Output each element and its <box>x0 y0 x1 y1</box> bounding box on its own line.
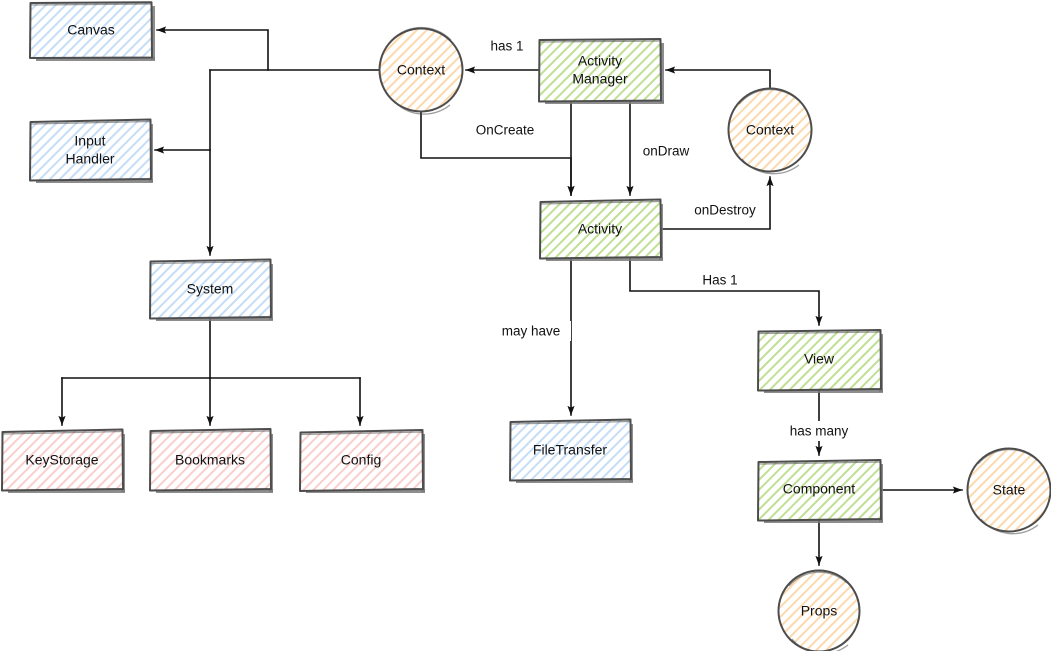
edge-label-has-many: has many <box>790 424 849 439</box>
edge-labels-layer: has 1 OnCreate onDraw onDestroy Has 1 ma <box>466 36 860 441</box>
node-config[interactable]: Config <box>299 429 425 493</box>
edge-label-ondraw: onDraw <box>643 144 690 159</box>
node-props[interactable]: Props <box>777 569 861 651</box>
edge-label-oncreate: OnCreate <box>476 123 535 138</box>
node-system[interactable]: System <box>149 258 273 322</box>
edge-activity-to-view-has1 <box>629 257 823 326</box>
node-activity[interactable]: Activity <box>539 198 663 262</box>
edge-label-has-1-view: Has 1 <box>702 273 737 288</box>
edge-label-oncreate-group: OnCreate <box>466 120 544 140</box>
edge-context-right-to-activity-manager <box>665 66 771 89</box>
edge-label-ondraw-group: onDraw <box>635 141 697 161</box>
node-state[interactable]: State <box>966 447 1051 535</box>
node-keystorage[interactable]: KeyStorage <box>1 428 125 494</box>
node-filetransfer[interactable]: FileTransfer <box>509 418 633 484</box>
node-context-right[interactable]: Context <box>727 87 813 175</box>
edge-label-hasmany-group: has many <box>778 421 860 441</box>
edge-label-ondestroy-group: onDestroy <box>683 200 767 220</box>
edge-label-may-have: may have <box>502 324 561 339</box>
context-left-circle <box>378 27 464 113</box>
edge-label-mayhave-group: may have <box>491 321 571 341</box>
edge-label-has1-group: has 1 <box>481 36 533 56</box>
props-circle <box>777 569 861 651</box>
edge-activity-to-context-right-ondestroy <box>659 176 774 230</box>
node-canvas[interactable]: Canvas <box>29 1 155 61</box>
node-activity-manager[interactable]: Activity Manager <box>538 38 664 104</box>
node-component[interactable]: Component <box>757 459 883 523</box>
edge-label-ondestroy: onDestroy <box>694 203 756 218</box>
edge-label-has-1: has 1 <box>490 39 523 54</box>
edge-trunk-to-canvas <box>156 26 269 71</box>
edge-label-has1b-group: Has 1 <box>693 270 747 290</box>
node-bookmarks[interactable]: Bookmarks <box>149 428 273 493</box>
context-right-circle <box>727 87 813 173</box>
edge-system-to-children <box>58 317 364 426</box>
node-context-left[interactable]: Context <box>378 26 464 115</box>
node-view[interactable]: View <box>757 329 883 393</box>
node-input-handler[interactable]: Input Handler <box>29 118 153 184</box>
